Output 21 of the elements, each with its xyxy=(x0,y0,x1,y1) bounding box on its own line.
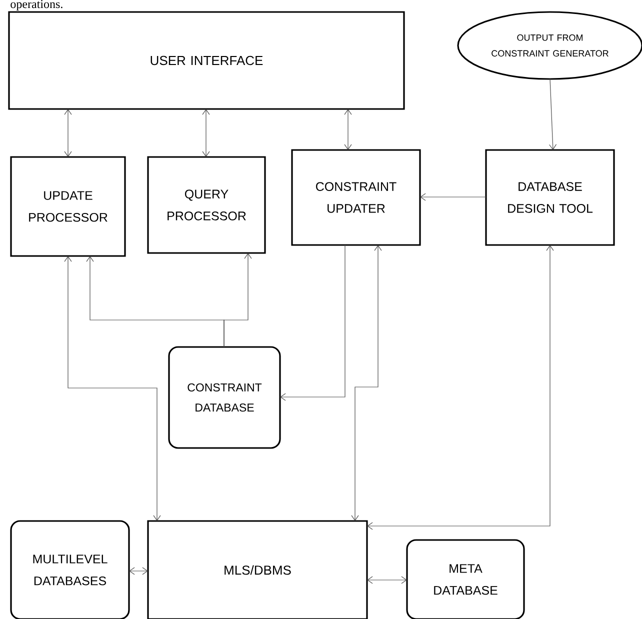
process-box: CONSTRAINT UPDATER xyxy=(291,149,421,246)
arrow xyxy=(367,576,407,584)
process-box: DATABASE DESIGN TOOL xyxy=(485,149,615,246)
arrow xyxy=(548,78,557,150)
arrow xyxy=(202,109,210,157)
process-box: MLS/DBMS xyxy=(147,520,368,619)
process-box: QUERY PROCESSOR xyxy=(147,156,266,254)
arrow xyxy=(351,245,382,521)
database-box: CONSTRAINT DATABASE xyxy=(168,346,281,449)
arrow xyxy=(280,244,346,401)
database-box: META DATABASE xyxy=(406,539,525,619)
arrow xyxy=(64,256,161,521)
process-box: UPDATE PROCESSOR xyxy=(10,156,126,257)
arrow xyxy=(367,245,554,530)
database-box: MULTILEVEL DATABASES xyxy=(10,520,130,619)
arrow xyxy=(224,253,252,348)
process-box: USER INTERFACE xyxy=(8,11,405,110)
arrow xyxy=(344,109,352,150)
arrow xyxy=(64,109,72,157)
arrow xyxy=(129,567,148,575)
arrow xyxy=(420,193,486,201)
